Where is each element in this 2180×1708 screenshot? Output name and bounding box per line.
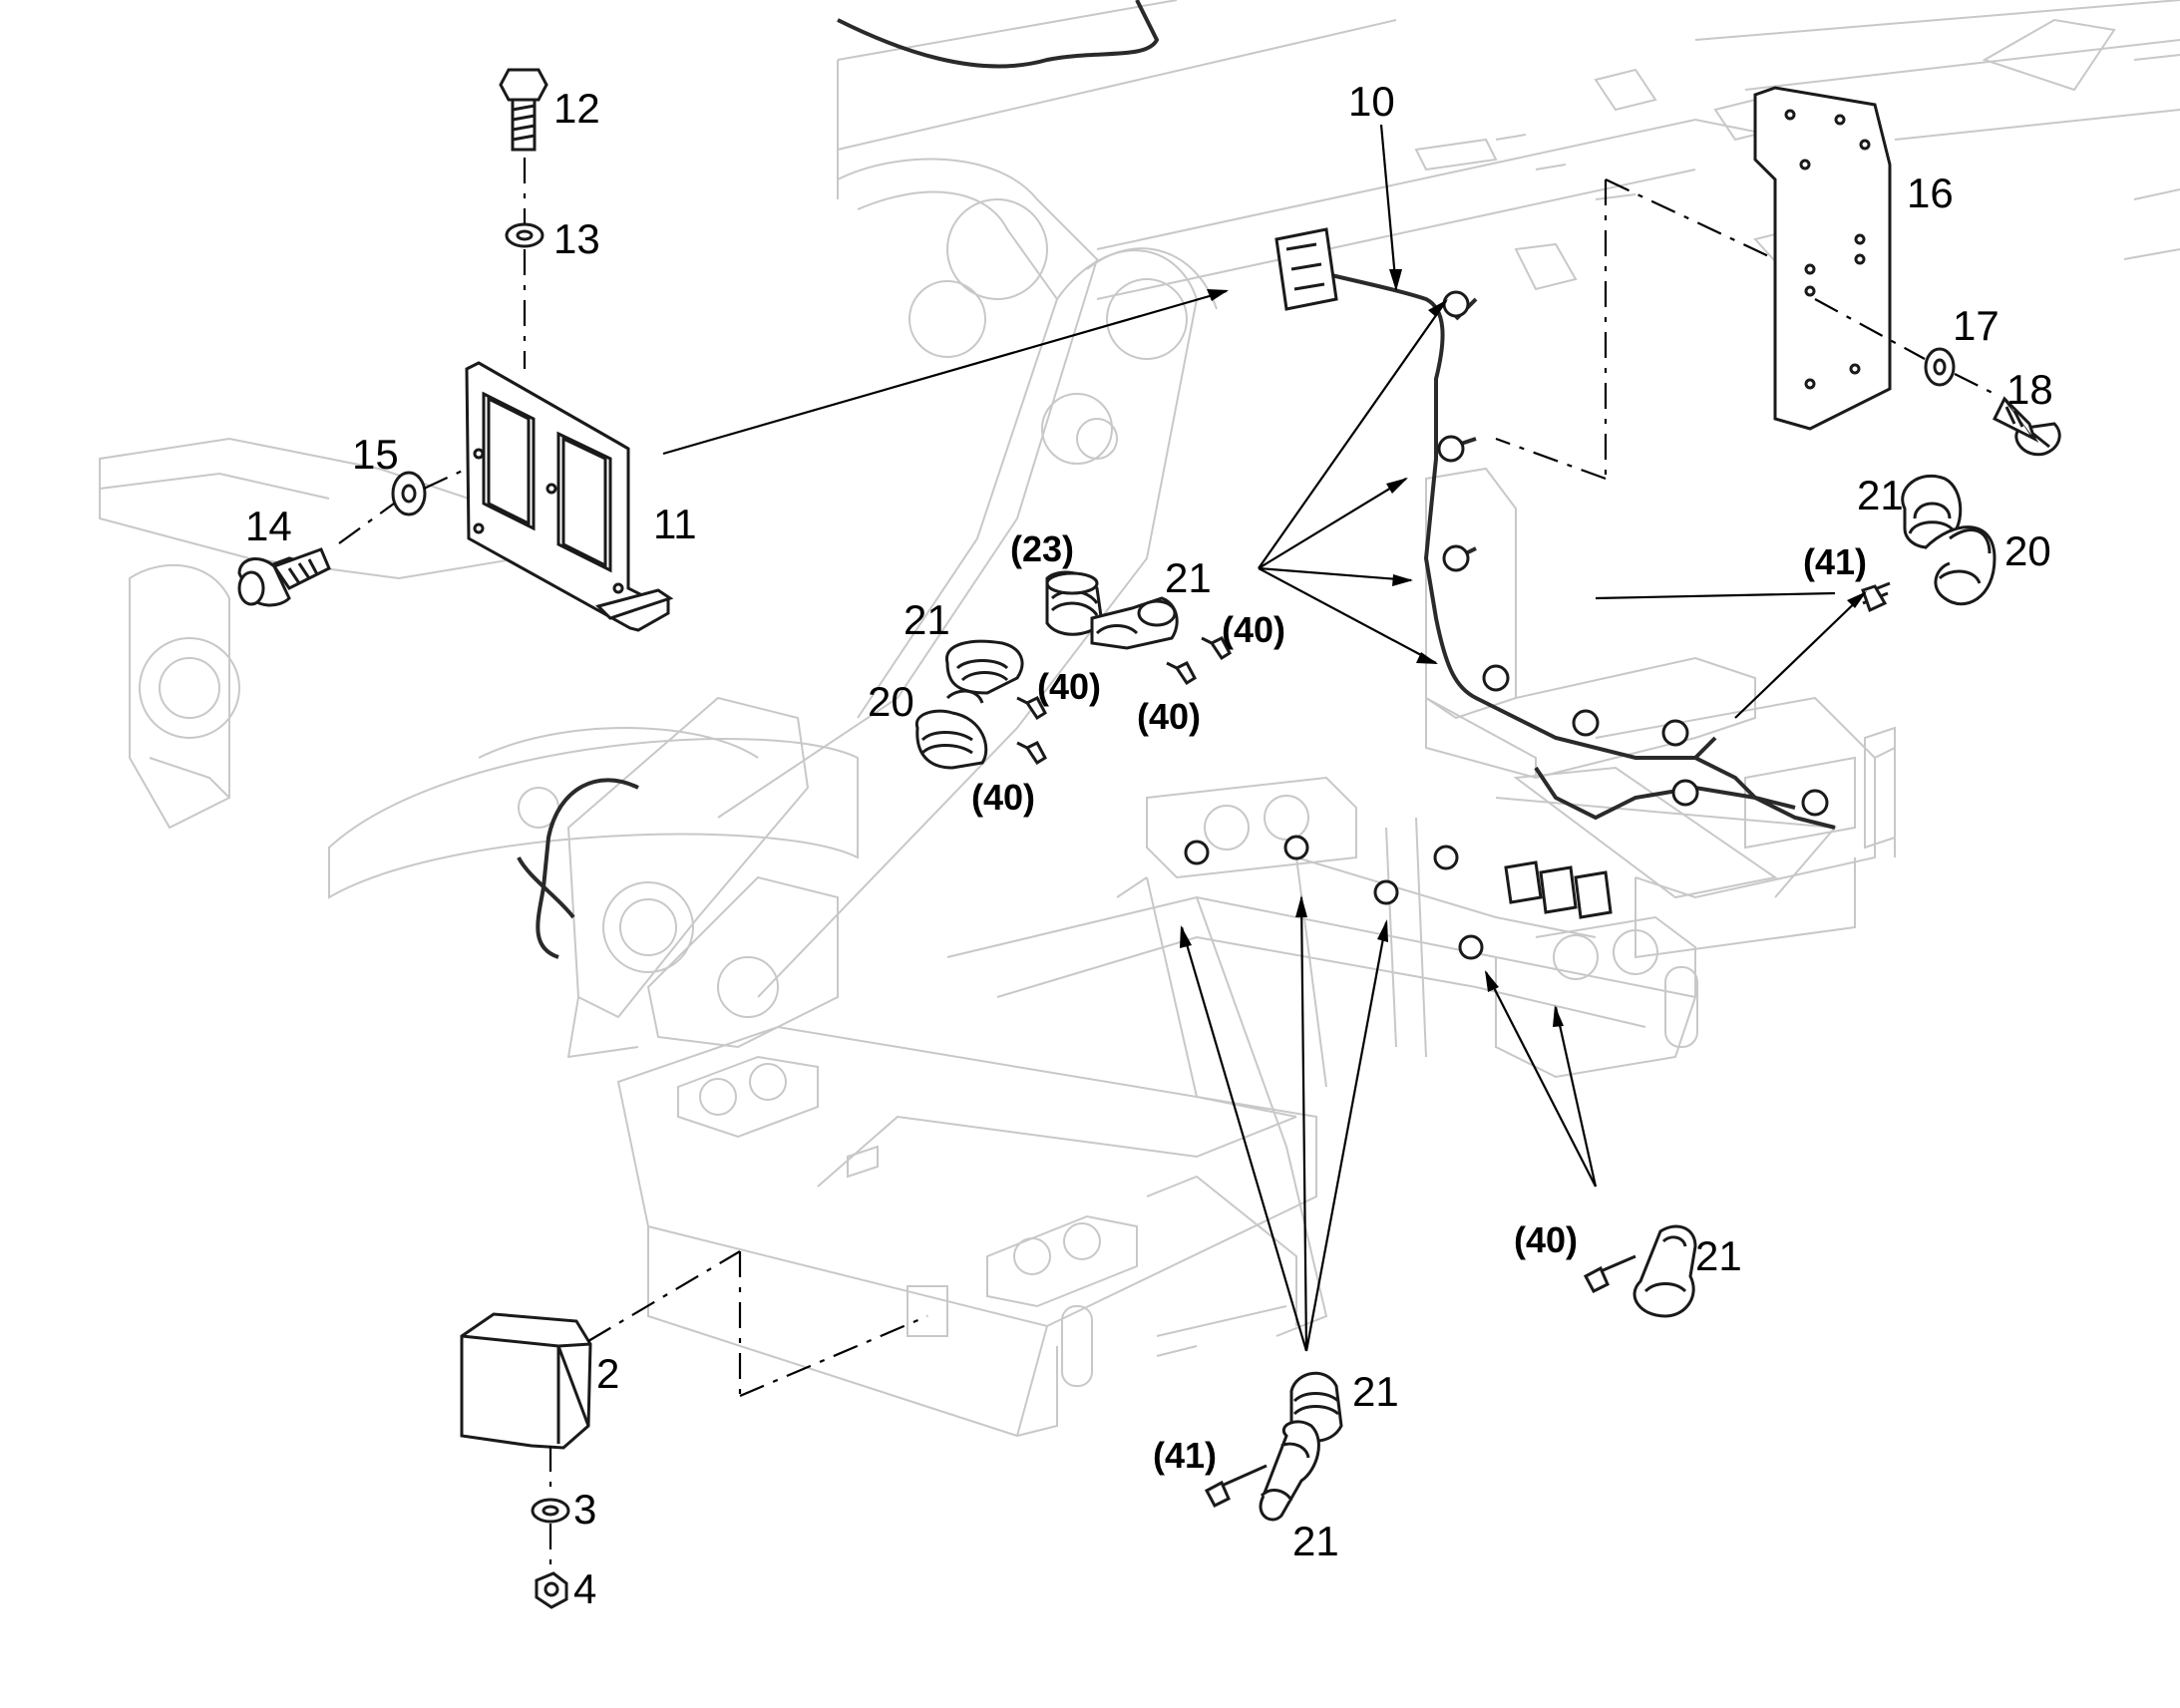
callout-13: 13: [553, 215, 600, 262]
ref-callout-40-e: (40): [1514, 1219, 1578, 1260]
callout-3: 3: [573, 1486, 596, 1533]
callout-20-right: 20: [2004, 527, 2051, 574]
clamp-bottom-right: [1583, 1224, 1697, 1318]
callout-20-left: 20: [868, 678, 914, 725]
callout-labels: 2 3 4 10 11 12 13 14 15 16 17 18 20 20 2…: [245, 78, 2053, 1612]
washer-17: [1924, 347, 1956, 387]
callout-14: 14: [245, 503, 292, 549]
ref-callout-41-a: (41): [1803, 541, 1867, 582]
clamp-pair-right: [1861, 474, 1997, 613]
ref-callout-40-b: (40): [1037, 666, 1101, 707]
callout-17: 17: [1953, 302, 1999, 349]
washer-15: [391, 471, 427, 516]
box-2: [460, 1312, 592, 1450]
wiring-harness: [517, 0, 1836, 960]
callout-21-left: 21: [904, 596, 950, 643]
bolt-12: [499, 68, 548, 152]
callout-21-bottom-upper: 21: [1352, 1368, 1399, 1415]
callout-2: 2: [596, 1350, 619, 1397]
screw-18: [1992, 396, 2061, 457]
washer-13: [505, 222, 545, 248]
callout-21-top-right: 21: [1857, 472, 1904, 518]
callout-21-bottom-lower: 21: [1292, 1518, 1339, 1564]
callout-21-middle: 21: [1165, 554, 1212, 601]
callout-4: 4: [573, 1565, 596, 1612]
arrowheads: [1180, 269, 1867, 1027]
clamp-group-middle: [914, 570, 1232, 770]
centerlines: [338, 158, 1996, 1573]
nut-4: [535, 1571, 568, 1609]
callout-12: 12: [553, 85, 600, 132]
callout-21-bottom-right: 21: [1695, 1232, 1742, 1279]
ref-callout-41-b: (41): [1153, 1435, 1217, 1476]
callout-18: 18: [2006, 366, 2053, 413]
callout-15: 15: [352, 431, 399, 478]
ref-callout-40-a: (40): [1222, 609, 1285, 650]
washer-3: [531, 1498, 570, 1524]
plate-16: [1753, 86, 1892, 431]
ref-callout-40-c: (40): [1137, 696, 1201, 737]
ref-callout-40-d: (40): [971, 777, 1035, 818]
callout-11: 11: [653, 501, 697, 547]
leader-lines: [662, 124, 1866, 1352]
ref-callout-23: (23): [1010, 528, 1074, 569]
callout-16: 16: [1907, 170, 1954, 216]
screw-14: [237, 547, 331, 607]
bracket-11: [465, 361, 674, 632]
clamp-stack-bottom: [1204, 1371, 1343, 1522]
callout-10: 10: [1348, 78, 1395, 125]
